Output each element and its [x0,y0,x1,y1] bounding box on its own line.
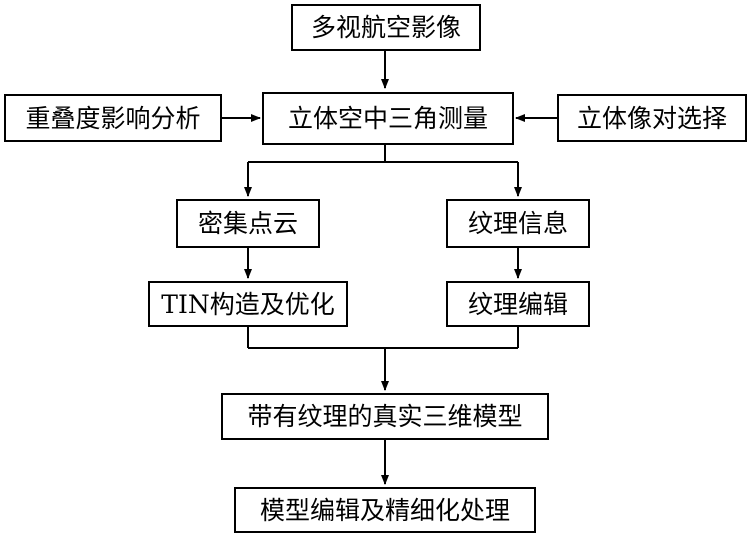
multi-view-images-label: 多视航空影像 [310,13,461,42]
dense-point-cloud-label: 密集点云 [197,209,298,238]
tin-construction-label: TIN构造及优化 [161,289,335,319]
overlap-analysis-box: 重叠度影响分析 [4,94,222,142]
textured-3d-model-box: 带有纹理的真实三维模型 [221,393,549,440]
overlap-analysis-label: 重叠度影响分析 [25,103,201,133]
aerial-triangulation-label: 立体空中三角测量 [287,104,488,133]
stereo-pair-selection-label: 立体像对选择 [576,103,727,133]
model-refinement-label: 模型编辑及精细化处理 [259,495,510,525]
model-refinement-box: 模型编辑及精细化处理 [234,487,536,533]
tin-construction-box: TIN构造及优化 [148,281,348,327]
dense-point-cloud-box: 密集点云 [176,199,320,248]
multi-view-images-box: 多视航空影像 [291,4,481,51]
texture-info-box: 纹理信息 [446,199,590,248]
texture-info-label: 纹理信息 [467,209,568,238]
texture-editing-label: 纹理编辑 [467,289,568,319]
textured-3d-model-label: 带有纹理的真实三维模型 [247,402,523,431]
stereo-pair-selection-box: 立体像对选择 [557,94,747,142]
texture-editing-box: 纹理编辑 [446,281,590,327]
aerial-triangulation-box: 立体空中三角测量 [262,92,514,145]
